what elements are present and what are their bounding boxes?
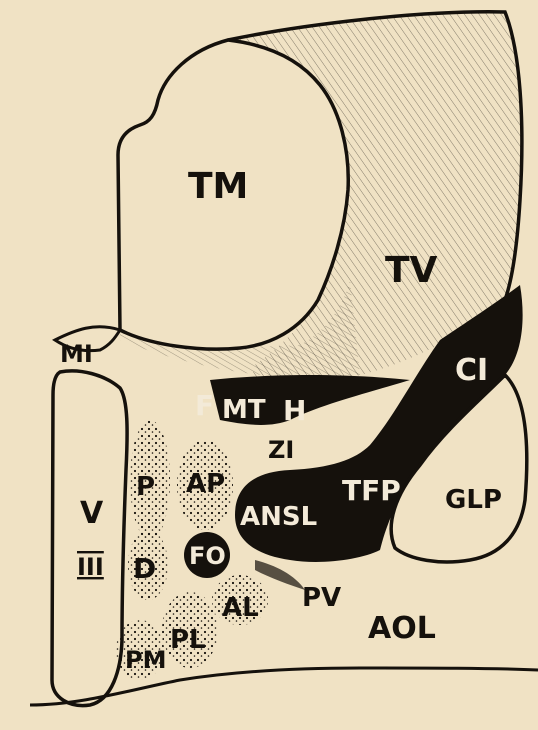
- label-ansl: ANSL: [240, 502, 317, 532]
- label-tm: TM: [188, 166, 248, 207]
- label-ap: AP: [186, 469, 225, 499]
- label-zi: ZI: [268, 436, 294, 464]
- label-p: P: [136, 472, 155, 502]
- label-v: V: [80, 496, 104, 531]
- label-pm: PM: [125, 646, 166, 674]
- ventricle-outline: [52, 371, 127, 706]
- label-tfp: TFP: [342, 474, 401, 507]
- label-mt: MT: [222, 395, 266, 425]
- label-fo: FO: [189, 542, 226, 570]
- label-pl: PL: [170, 625, 206, 655]
- label-glp: GLP: [445, 485, 502, 515]
- label-al: AL: [222, 593, 259, 623]
- label-f: F: [195, 389, 214, 422]
- label-h: H: [283, 394, 306, 427]
- label-ci: CI: [455, 353, 488, 388]
- label-iii: III: [77, 553, 104, 581]
- label-mi: MI: [60, 340, 93, 368]
- label-pv: PV: [302, 583, 341, 613]
- label-d: D: [133, 552, 156, 585]
- label-aol: AOL: [368, 611, 436, 646]
- label-tv: TV: [385, 250, 438, 291]
